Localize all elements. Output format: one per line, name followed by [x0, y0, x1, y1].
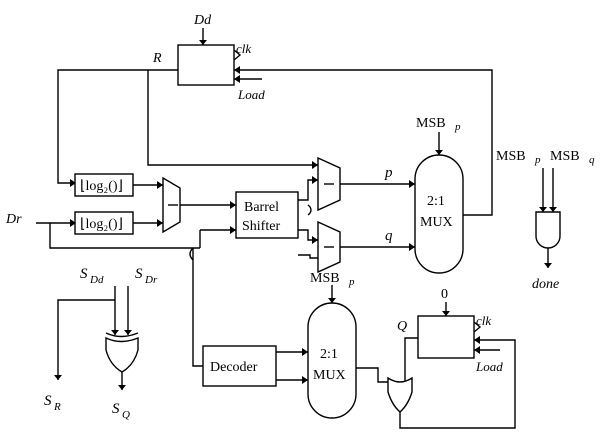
label-dr: Dr [5, 212, 22, 227]
label-decoder: Decoder [210, 360, 258, 375]
wire-mux-bottom-to-or [356, 367, 392, 383]
arrow-msbp-top [435, 150, 443, 155]
label-msb-top: MSB [416, 116, 446, 131]
arrow-dd [199, 40, 207, 45]
label-load-bottom: Load [475, 359, 503, 374]
clock-triangle-top [233, 49, 242, 61]
arrow-load-top [234, 75, 240, 83]
wire-dr-to-mux-q [298, 254, 318, 259]
arrow-barrel-to-mux-q [312, 236, 318, 244]
arrow-log2-bottom-in [70, 219, 76, 227]
label-barrel-2: Shifter [242, 219, 280, 234]
arrow-and-in-1 [539, 207, 547, 212]
label-mux-top-1: 2:1 [427, 194, 445, 209]
label-s-dr: S [135, 266, 143, 282]
label-log2-bottom: ⌊log₂()⌋ [80, 217, 123, 232]
wire-r-to-log2-top [57, 69, 178, 184]
wire-feedback-r [234, 69, 493, 216]
or-gate [387, 376, 413, 413]
arrow-s-r [54, 375, 62, 380]
label-p: p [384, 165, 393, 181]
wire-r-to-mux-p [147, 70, 318, 166]
label-done: done [532, 277, 559, 292]
arrow-decoder-out-1 [302, 348, 308, 356]
arrow-barrel-data-in [230, 226, 236, 234]
arrow-barrel-to-mux-p [312, 176, 318, 184]
label-load-top: Load [237, 87, 265, 102]
label-msb-p-done-sub: p [534, 154, 541, 166]
arrow-mux-p-r [312, 161, 318, 169]
arrow-log2-top-out [157, 181, 163, 189]
arrow-log2-top-in [70, 179, 76, 187]
wire-jump [189, 247, 194, 261]
label-barrel-1: Barrel [244, 200, 279, 215]
label-s-dr-sub: Dr [144, 274, 158, 286]
label-s-q: S [112, 401, 120, 417]
arrow-xor-in-1 [111, 330, 119, 335]
mux-main-top [414, 154, 464, 274]
arrow-zero [442, 311, 450, 316]
label-zero: 0 [441, 287, 448, 302]
label-mux-bottom-1: 2:1 [320, 347, 338, 362]
label-log2-top: ⌊log₂()⌋ [80, 179, 123, 194]
arrow-done [544, 263, 552, 268]
label-mux-top-2: MUX [420, 215, 453, 230]
clock-triangle-bottom [473, 321, 482, 333]
label-s-q-sub: Q [122, 409, 130, 421]
and-gate-done [535, 211, 561, 249]
label-mux-bottom-2: MUX [313, 368, 346, 383]
wire-q-to-or [404, 337, 418, 382]
arrow-feedback-r [234, 66, 240, 74]
arrow-or-feedback [474, 336, 480, 344]
arrow-s-q [118, 385, 126, 390]
wire-barrel-to-mux-p [298, 179, 318, 201]
label-dd: Dd [193, 13, 212, 28]
label-s-dd: S [80, 266, 88, 282]
arrow-log2-bottom-out [157, 219, 163, 227]
label-s-r-sub: R [53, 401, 61, 413]
arrow-barrel-in [230, 201, 236, 209]
register-q [417, 315, 475, 359]
label-clk-bottom: clk [476, 313, 491, 328]
label-s-dd-sub: Dd [89, 274, 104, 286]
label-r: R [152, 51, 162, 66]
label-msb-q-done-sub: q [589, 154, 595, 166]
xor-extra-arc [105, 332, 139, 338]
label-q: q [385, 228, 393, 244]
xor-gate [105, 336, 139, 373]
register-r [177, 44, 235, 86]
arrow-load-bottom [474, 346, 480, 354]
arrow-msbp-bottom [328, 298, 336, 303]
wire-to-decoder [192, 248, 203, 367]
arrow-p [409, 180, 415, 188]
label-q-upper: Q [397, 319, 407, 334]
wire-dr-bus [49, 223, 200, 249]
wire-cross-jump [307, 204, 312, 216]
wire-s-r [57, 299, 115, 380]
arrow-decoder-out-2 [302, 376, 308, 384]
label-msb-q-done: MSB [550, 149, 580, 164]
decoder-block [202, 345, 277, 387]
barrel-shifter [235, 191, 299, 239]
arrow-q [409, 243, 415, 251]
arrow-and-in-2 [549, 207, 557, 212]
wire-or-feedback [399, 339, 516, 429]
label-clk-top: clk [236, 41, 251, 56]
label-s-r: S [44, 393, 52, 409]
label-msb-bottom-sub: p [348, 276, 355, 288]
label-msb-p-done: MSB [496, 149, 526, 164]
label-msb-top-sub: p [454, 121, 461, 133]
label-msb-bottom: MSB [310, 271, 340, 286]
arrow-xor-in-2 [124, 330, 132, 335]
